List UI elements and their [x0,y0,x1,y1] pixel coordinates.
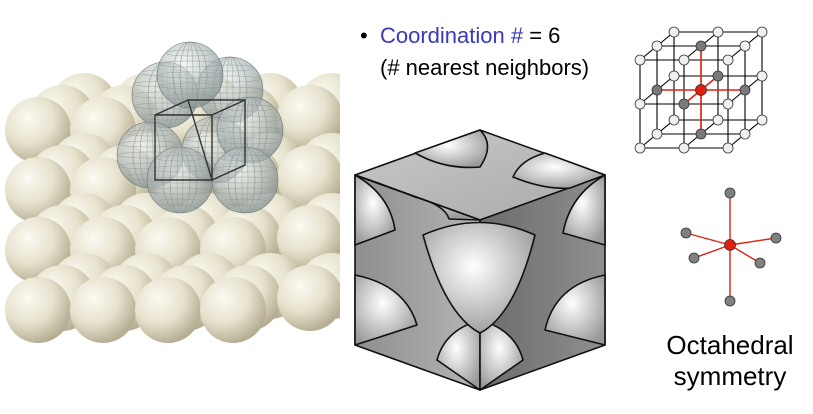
caption-line-1: Octahedral [666,330,794,360]
coordination-term: Coordination # [380,23,524,48]
bullet-marker: • [360,23,368,48]
cubic-lattice-figure [634,26,768,154]
lattice-corner-atom [712,114,724,126]
lattice-corner-atom [756,114,768,126]
lattice-corner-atom [634,54,646,66]
lattice-corner-atom [678,142,690,154]
lattice-corner-atom [678,54,690,66]
lattice-corner-atom [722,54,734,66]
sphere-parallel [125,129,175,137]
sphere-parallel [148,187,212,195]
sphere [277,265,340,331]
octahedral-symmetry-caption: Octahedral symmetry [630,330,813,392]
lattice-neighbor-atom [695,40,707,52]
neighbor-atom [724,295,736,307]
unit-cell-cube-figure [354,129,606,391]
lattice-corner-atom [722,142,734,154]
lattice-corner-atom [739,128,751,140]
lattice-neighbor-atom [678,98,690,110]
sphere-parallel [165,49,215,57]
stacked-spheres-figure [5,41,340,343]
lattice-neighbor-atom [695,128,707,140]
lattice-corner-atom [668,70,680,82]
coordination-text-block: • Coordination # = 6 (# nearest neighbors… [360,20,589,84]
sphere-parallel [118,140,182,148]
neighbor-atom [688,252,700,264]
sphere [135,277,201,343]
sphere-parallel [158,82,222,90]
caption-line-2: symmetry [673,361,787,391]
sphere-parallel [213,165,277,173]
lattice-neighbor-atom [651,84,663,96]
lattice-neighbor-atom [712,70,724,82]
coordination-value: = 6 [523,23,561,48]
neighbor-atom [724,187,736,199]
lattice-center-atom [695,84,707,96]
neighbor-atom [680,227,692,239]
coordination-subtext: (# nearest neighbors) [380,55,590,80]
coordination-bullet: • Coordination # = 6 [360,20,589,52]
sphere-parallel [213,187,277,195]
lattice-corner-atom [634,98,646,110]
sphere-parallel [158,60,222,68]
sphere [70,277,136,343]
lattice-corner-atom [668,26,680,38]
cube-center-sphere-cut [422,221,536,334]
sphere-parallel [156,71,224,79]
lattice-corner-atom [668,114,680,126]
sphere-parallel [155,198,205,206]
sphere-parallel [220,198,270,206]
neighbor-atom [754,257,766,269]
sphere-parallel [218,137,282,145]
sphere-parallel [216,126,284,134]
unit-cell-outline [154,99,246,181]
sphere-parallel [225,104,275,112]
sphere [200,277,266,343]
sphere-parallel [140,113,190,121]
sphere-parallel [148,165,212,173]
octahedral-coordination-figure [680,187,782,307]
neighbor-atom [770,232,782,244]
lattice-corner-atom [739,40,751,52]
sphere-parallel [218,115,282,123]
lattice-corner-atom [712,26,724,38]
sphere [5,277,71,343]
lattice-corner-atom [634,142,646,154]
center-atom [724,239,736,251]
lattice-corner-atom [756,70,768,82]
lattice-corner-atom [722,98,734,110]
lattice-neighbor-atom [739,84,751,96]
lattice-corner-atom [756,26,768,38]
lattice-corner-atom [651,128,663,140]
lattice-corner-atom [651,40,663,52]
